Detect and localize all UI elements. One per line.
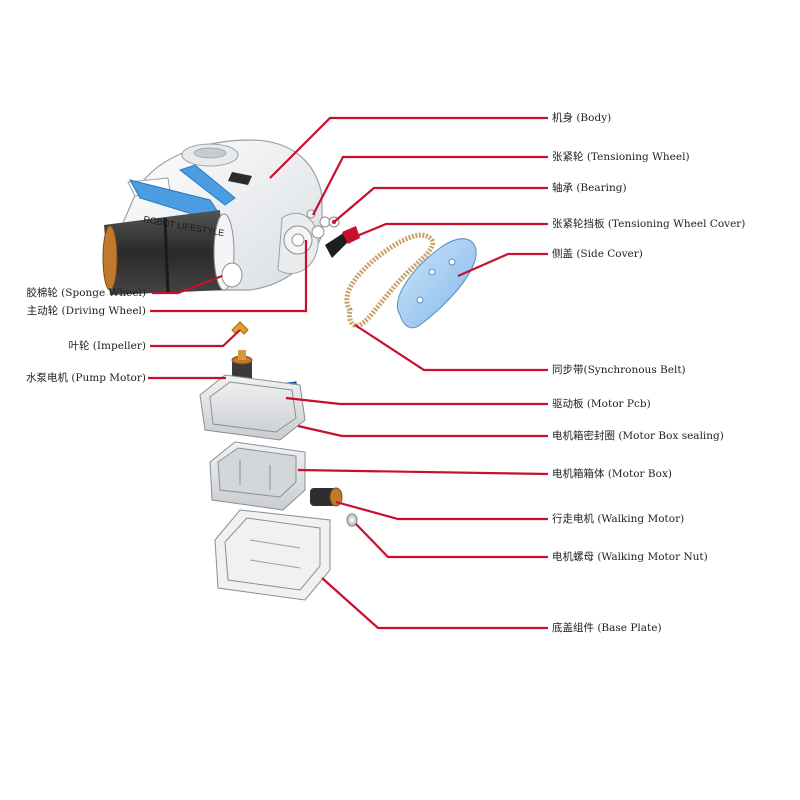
leader-line-walking-motor <box>335 500 548 521</box>
label-bearing: 轴承 (Bearing) <box>552 182 627 194</box>
label-base-plate: 底盖组件 (Base Plate) <box>552 622 662 634</box>
label-driving-wheel: 主动轮 (Driving Wheel) <box>26 305 146 317</box>
leader-line-side-cover <box>457 252 548 278</box>
label-tensioning-wheel: 张紧轮 (Tensioning Wheel) <box>552 151 690 163</box>
label-motor-box: 电机箱箱体 (Motor Box) <box>552 468 672 480</box>
leader-line-body <box>269 116 548 179</box>
label-motor-box-sealing: 电机箱密封圈 (Motor Box sealing) <box>552 430 724 442</box>
label-body: 机身 (Body) <box>552 112 612 124</box>
leader-line-motor-pcb <box>285 396 548 406</box>
tensioning-wheel-cover <box>325 226 360 258</box>
label-synchronous-belt: 同步带(Synchronous Belt) <box>552 364 686 376</box>
leader-line-synchronous-belt <box>354 324 548 372</box>
leader-line-base-plate <box>321 577 548 630</box>
motor-box <box>209 441 306 511</box>
label-walking-motor-nut: 电机螺母 (Walking Motor Nut) <box>552 551 708 563</box>
label-motor-pcb: 驱动板 (Motor Pcb) <box>552 398 651 410</box>
label-side-cover: 侧盖 (Side Cover) <box>552 248 643 260</box>
leader-line-tensioning-wheel-cover <box>351 222 548 240</box>
label-impeller: 叶轮 (Impeller) <box>68 340 146 352</box>
label-walking-motor: 行走电机 (Walking Motor) <box>552 513 685 525</box>
leader-lines <box>148 116 549 630</box>
leader-line-sponge-wheel <box>152 274 223 295</box>
label-pump-motor: 水泵电机 (Pump Motor) <box>25 372 146 384</box>
label-tensioning-wheel-cover: 张紧轮挡板 (Tensioning Wheel Cover) <box>552 218 746 230</box>
walking-motor-nut <box>346 513 358 527</box>
walking-motor <box>310 487 343 507</box>
label-sponge-wheel: 胶棉轮 (Sponge Wheel) <box>26 287 146 299</box>
synchronous-belt <box>344 232 435 329</box>
leader-line-impeller <box>150 329 241 348</box>
side-cover <box>396 238 477 329</box>
motor-box-sealing <box>199 374 306 441</box>
impeller <box>231 321 249 335</box>
leader-line-motor-box-sealing <box>297 424 548 438</box>
robot-body: ROBOT LIFESTYLE <box>102 139 331 295</box>
leader-line-motor-box <box>297 468 549 476</box>
base-plate <box>214 509 331 601</box>
leader-line-bearing <box>333 186 548 223</box>
leader-line-tensioning-wheel <box>312 155 548 216</box>
leader-line-walking-motor-nut <box>355 523 548 559</box>
leader-line-driving-wheel <box>150 240 308 313</box>
